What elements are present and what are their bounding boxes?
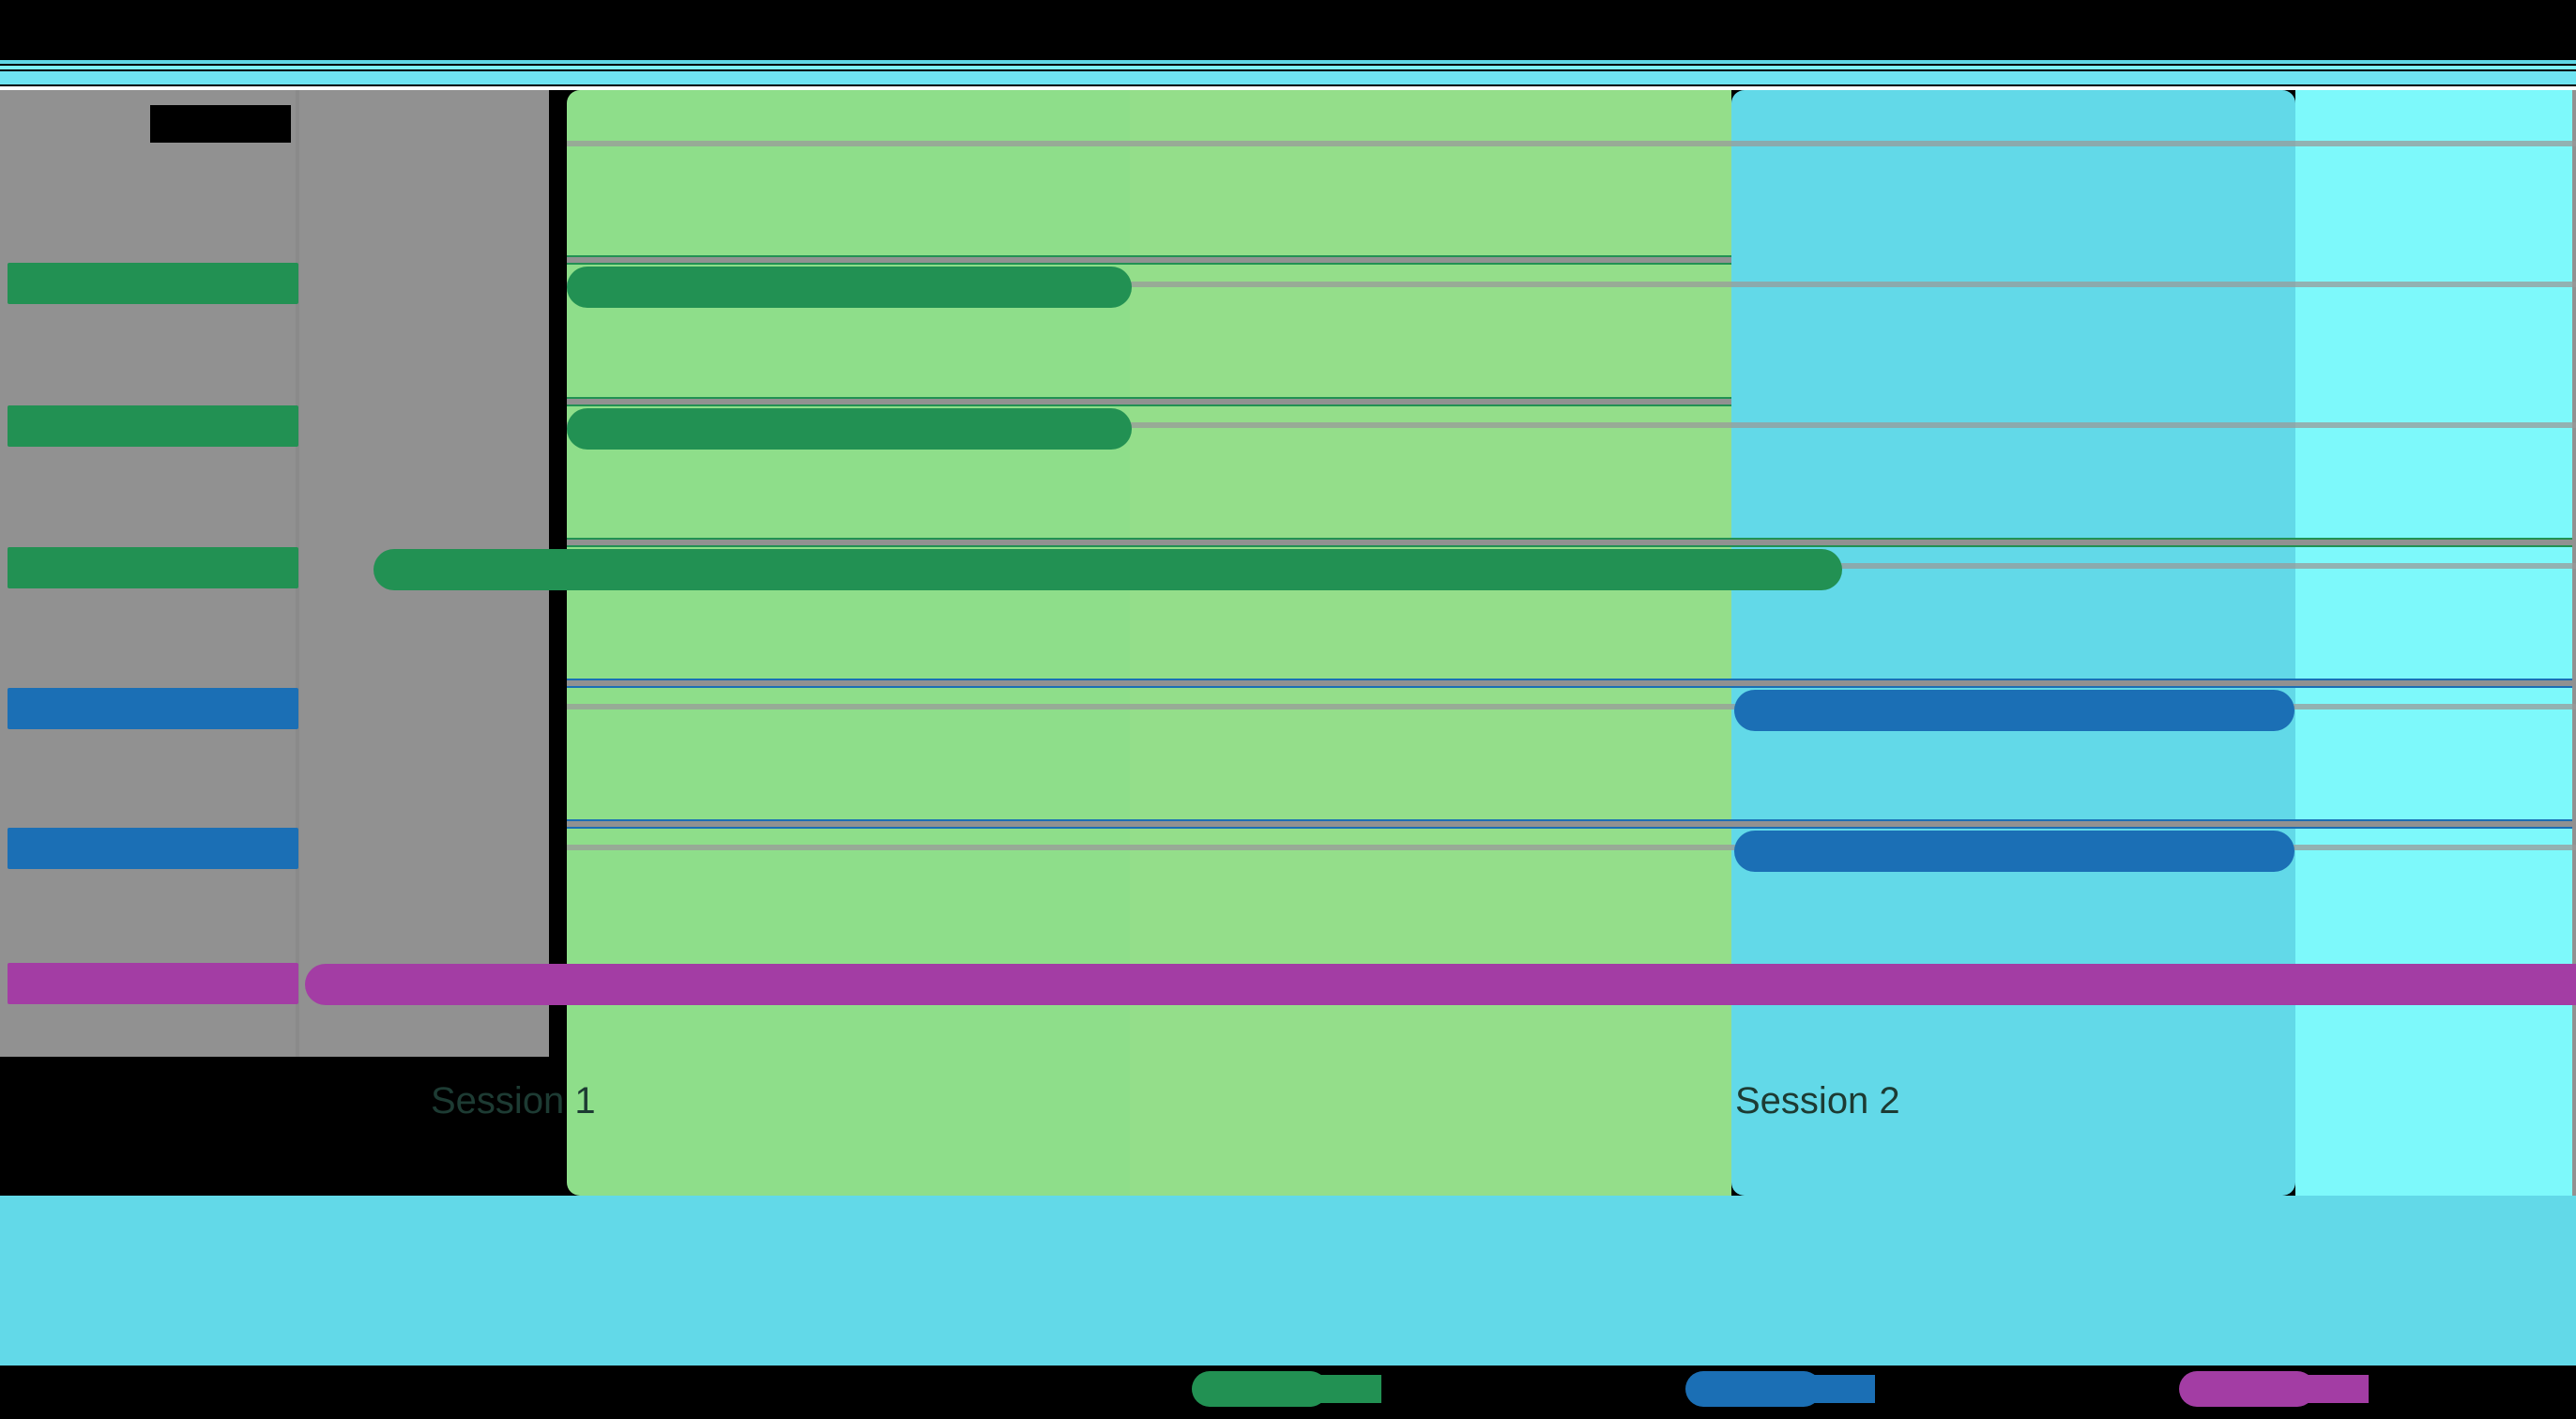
gridline-4 (567, 704, 2576, 710)
legend-green-label-redacted (1314, 1375, 1381, 1403)
row-label-0[interactable] (8, 263, 298, 304)
row-label-1[interactable] (8, 405, 298, 447)
session-band-2 (1731, 90, 2295, 1196)
column-header-redacted (150, 105, 291, 143)
bar-tail-5 (2295, 977, 2576, 992)
legend-magenta-label-redacted (2301, 1375, 2369, 1403)
row-label-5[interactable] (8, 963, 298, 1004)
task-bar-4[interactable] (1734, 831, 2294, 872)
footer-band (0, 1196, 2576, 1377)
bar-tail-grey-1 (567, 399, 1731, 404)
row-label-2[interactable] (8, 547, 298, 588)
bar-tail-grey-4 (567, 821, 2572, 827)
gridline-2 (567, 422, 2576, 428)
top-strip-2 (0, 66, 2576, 69)
task-bar-2[interactable] (373, 549, 1842, 590)
task-bar-3[interactable] (1734, 690, 2294, 731)
legend-blue-label-redacted (1807, 1375, 1875, 1403)
session-band-3 (2295, 90, 2572, 1196)
top-strip-4 (0, 86, 2576, 90)
legend (0, 1366, 2576, 1419)
legend-blue-swatch[interactable] (1685, 1371, 1821, 1407)
task-bar-0[interactable] (567, 267, 1132, 308)
task-bar-5[interactable] (305, 964, 2576, 1005)
bar-tail-grey-3 (567, 680, 2572, 686)
top-strip-3 (0, 71, 2576, 84)
gridline-1 (567, 282, 2576, 287)
bar-tail-grey-0 (567, 257, 1731, 263)
session-1-caption: Session 1 (431, 1080, 596, 1121)
row-label-3[interactable] (8, 688, 298, 729)
session-2-caption: Session 2 (1735, 1080, 1900, 1121)
legend-green-swatch[interactable] (1192, 1371, 1328, 1407)
plot-area: Session 1 Session 2 (431, 90, 2576, 1196)
plot-right-gutter (2572, 90, 2576, 1196)
legend-magenta-swatch[interactable] (2179, 1371, 2315, 1407)
bar-tail-grey-2 (567, 540, 2572, 545)
task-bar-1[interactable] (567, 408, 1132, 450)
session-band-1-extension (1130, 90, 1731, 1196)
row-label-4[interactable] (8, 828, 298, 869)
gridline-0 (567, 141, 2576, 146)
top-strip-1 (0, 60, 2576, 64)
gridline-5 (567, 845, 2576, 850)
